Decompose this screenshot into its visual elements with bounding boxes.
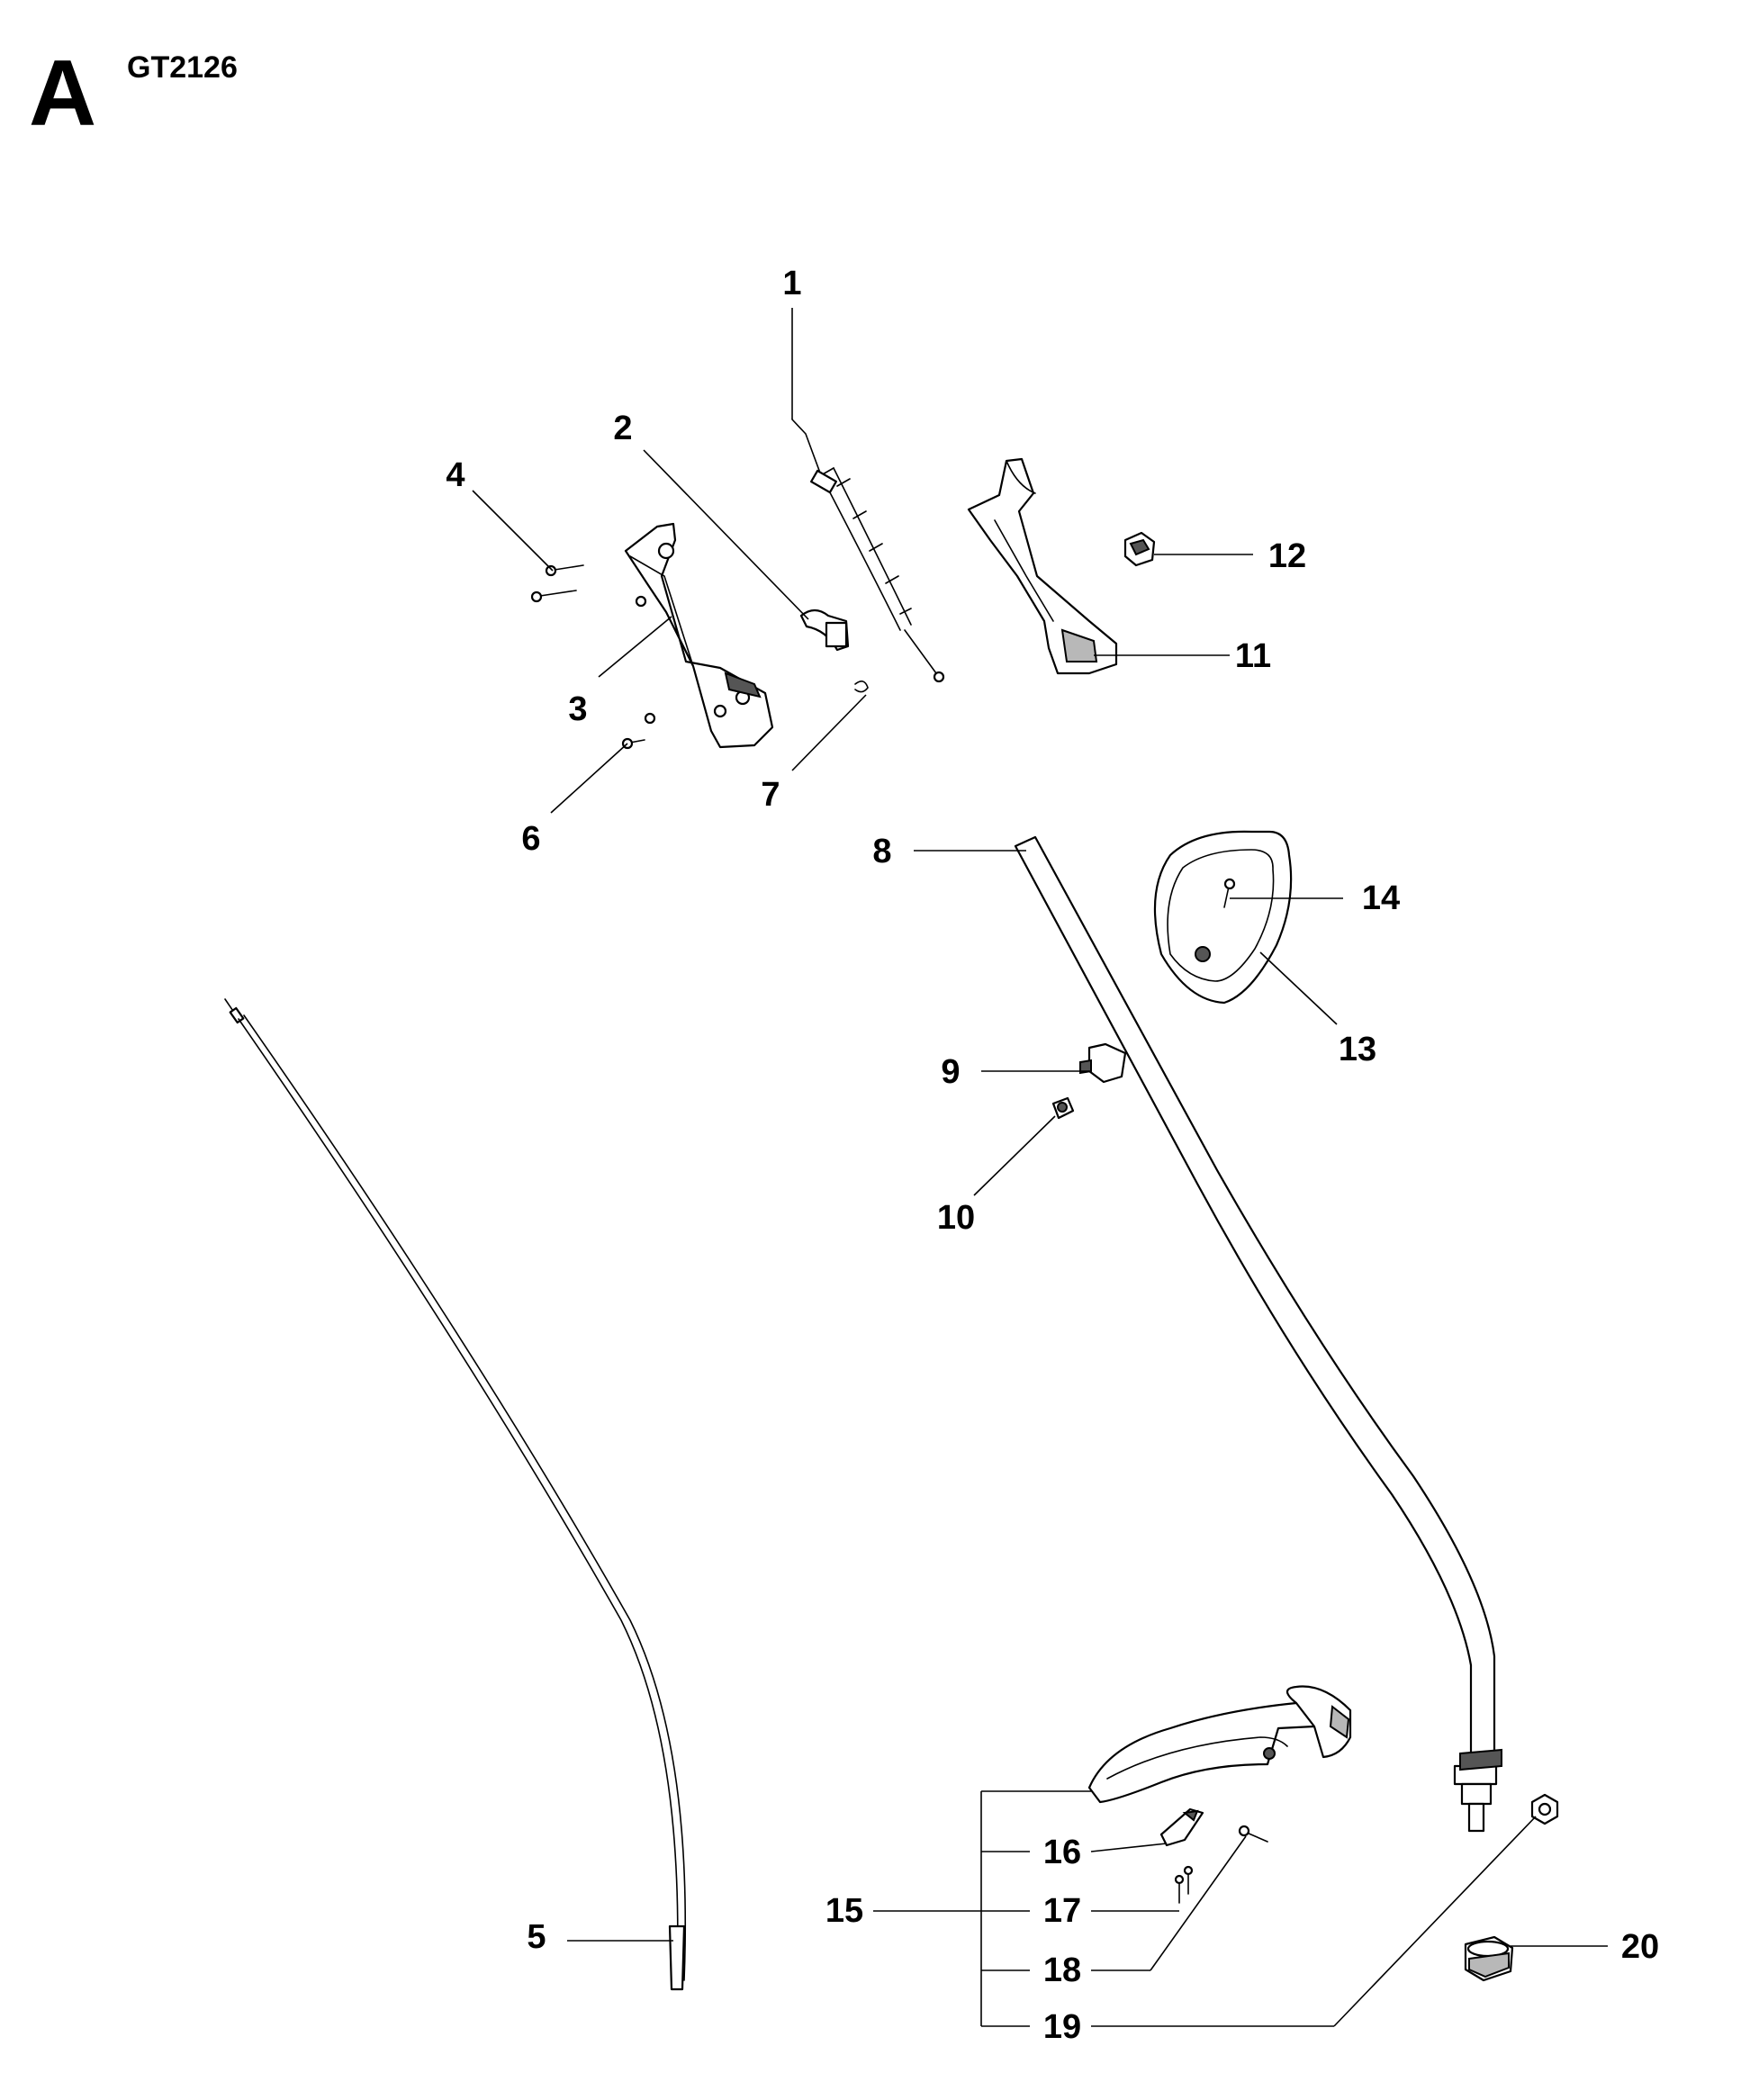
part-knob <box>1123 531 1156 567</box>
part-screws-6 <box>621 712 656 750</box>
part-screws-17 <box>1174 1865 1194 1904</box>
part-clamp <box>1079 1042 1127 1084</box>
part-screw-18 <box>1238 1825 1268 1843</box>
callout-1: 1 <box>782 265 801 302</box>
part-handle-half <box>967 457 1118 675</box>
leader-lines <box>472 308 1608 2027</box>
callout-16: 16 <box>1043 1834 1081 1871</box>
callout-8: 8 <box>872 833 891 870</box>
part-screw-14 <box>1223 878 1236 908</box>
callout-20: 20 <box>1621 1928 1659 1966</box>
part-screws-4 <box>530 564 647 608</box>
part-clip <box>854 680 869 693</box>
part-shaft-tube <box>1014 835 1502 1833</box>
callout-18: 18 <box>1043 1951 1081 1989</box>
part-screw-10 <box>1051 1096 1075 1120</box>
callout-13: 13 <box>1339 1031 1376 1068</box>
part-nut-19 <box>1530 1793 1559 1825</box>
callout-12: 12 <box>1268 537 1306 575</box>
callout-3: 3 <box>568 690 587 728</box>
callout-9: 9 <box>941 1053 960 1091</box>
section-letter: A <box>29 41 97 146</box>
part-line-cutter <box>1159 1807 1204 1847</box>
callout-10: 10 <box>937 1199 975 1237</box>
callout-labels: 1 2 3 4 5 6 7 8 9 10 11 12 13 14 15 16 1… <box>446 265 1659 2046</box>
part-guard <box>1087 1685 1352 1804</box>
callout-6: 6 <box>521 820 540 858</box>
callout-11: 11 <box>1235 637 1271 675</box>
callout-4: 4 <box>446 456 465 494</box>
part-throttle-trigger <box>799 608 850 652</box>
callout-17: 17 <box>1043 1892 1081 1930</box>
part-drive-shaft <box>224 998 687 1991</box>
part-loop-handle <box>1153 830 1293 1005</box>
callout-19: 19 <box>1043 2008 1081 2046</box>
callout-15: 15 <box>825 1892 863 1930</box>
callout-7: 7 <box>761 776 780 814</box>
callout-14: 14 <box>1362 879 1400 917</box>
part-handle-housing <box>624 522 774 749</box>
part-throttle-cable <box>791 419 945 683</box>
model-code: GT2126 <box>127 50 238 85</box>
part-nut-20 <box>1464 1935 1514 1982</box>
callout-2: 2 <box>613 410 632 447</box>
callout-5: 5 <box>527 1918 546 1956</box>
